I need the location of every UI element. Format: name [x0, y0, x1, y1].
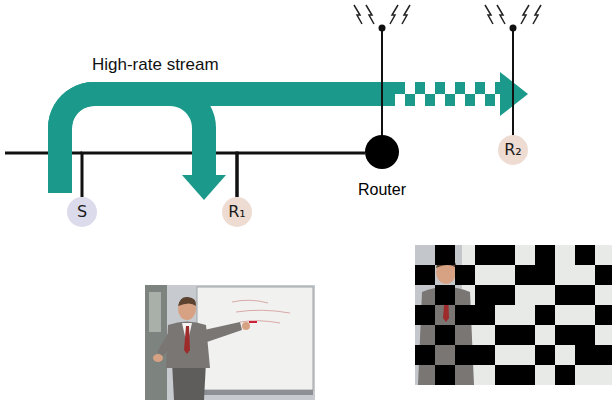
tie [184, 326, 190, 354]
corrupted-video-frame [415, 245, 612, 385]
dropout-block [435, 325, 455, 345]
dropout-block [535, 245, 555, 265]
receiver-node: R₁ [222, 197, 252, 227]
radio-wave [402, 5, 410, 24]
whiteboard [197, 287, 313, 390]
stream-band [60, 94, 204, 193]
dropout-block [455, 305, 495, 325]
dropout-block [575, 245, 595, 265]
antenna-mast [381, 28, 383, 140]
marker-tray [197, 390, 313, 395]
dropout-block [455, 345, 495, 365]
radio-wave [366, 5, 374, 24]
antenna-dot [379, 25, 386, 32]
radio-wave [485, 5, 493, 24]
hand [153, 354, 163, 362]
dropout-block [555, 285, 595, 305]
dropout-block [555, 365, 575, 385]
node-name: R₂ [504, 141, 522, 159]
hair [178, 297, 196, 306]
node-label: Router [358, 181, 406, 199]
node-name: S [77, 203, 87, 221]
arm [157, 330, 177, 356]
stream-arrow [60, 94, 226, 200]
dropout-block [415, 305, 435, 325]
edge-label: High-rate stream [92, 55, 219, 75]
dropout-block [555, 325, 595, 345]
radio-wave [497, 5, 505, 24]
dropout-block [415, 345, 435, 365]
marker [249, 321, 257, 323]
dropout-block [595, 305, 612, 325]
stream-band [60, 94, 395, 193]
dropout-block [415, 265, 435, 285]
dropout-block [515, 265, 555, 285]
dropout-block [575, 345, 612, 365]
dropout-block [455, 265, 475, 285]
dropout-block [475, 245, 515, 265]
radio-wave [354, 5, 362, 24]
sender-node: S [67, 197, 97, 227]
photo-window [149, 292, 161, 332]
stream-arrow [60, 72, 528, 193]
hand [242, 322, 250, 330]
dropout-block [495, 325, 535, 345]
photo-wall [145, 285, 315, 400]
antenna-dot [510, 25, 517, 32]
radio-wave [521, 5, 529, 24]
dropout-block [535, 345, 555, 365]
arm [204, 322, 242, 342]
router-node: Router [365, 135, 399, 169]
radio-wave [533, 5, 541, 24]
node-name: R₁ [228, 203, 246, 221]
link-line [237, 153, 365, 197]
antenna-mast [512, 28, 514, 136]
radio-wave [390, 5, 398, 24]
network-link [237, 153, 365, 197]
arrowhead [182, 175, 226, 200]
photo-wall [415, 245, 612, 385]
dropout-block [435, 245, 455, 265]
board-writing [232, 300, 290, 323]
jacket [166, 322, 210, 369]
dropout-blocks [415, 245, 612, 385]
lossy-band [395, 94, 500, 106]
lossy-band [395, 82, 500, 94]
receiver-node: R₂ [498, 135, 528, 165]
dropout-block [535, 305, 555, 325]
dropout-block [435, 285, 455, 305]
radio-waves [354, 5, 410, 24]
clear-video-frame [145, 285, 315, 400]
dropout-block [475, 285, 515, 305]
dropout-block [495, 365, 535, 385]
dropout-block [435, 365, 455, 385]
dropout-block [595, 265, 612, 285]
radio-waves [485, 5, 541, 24]
